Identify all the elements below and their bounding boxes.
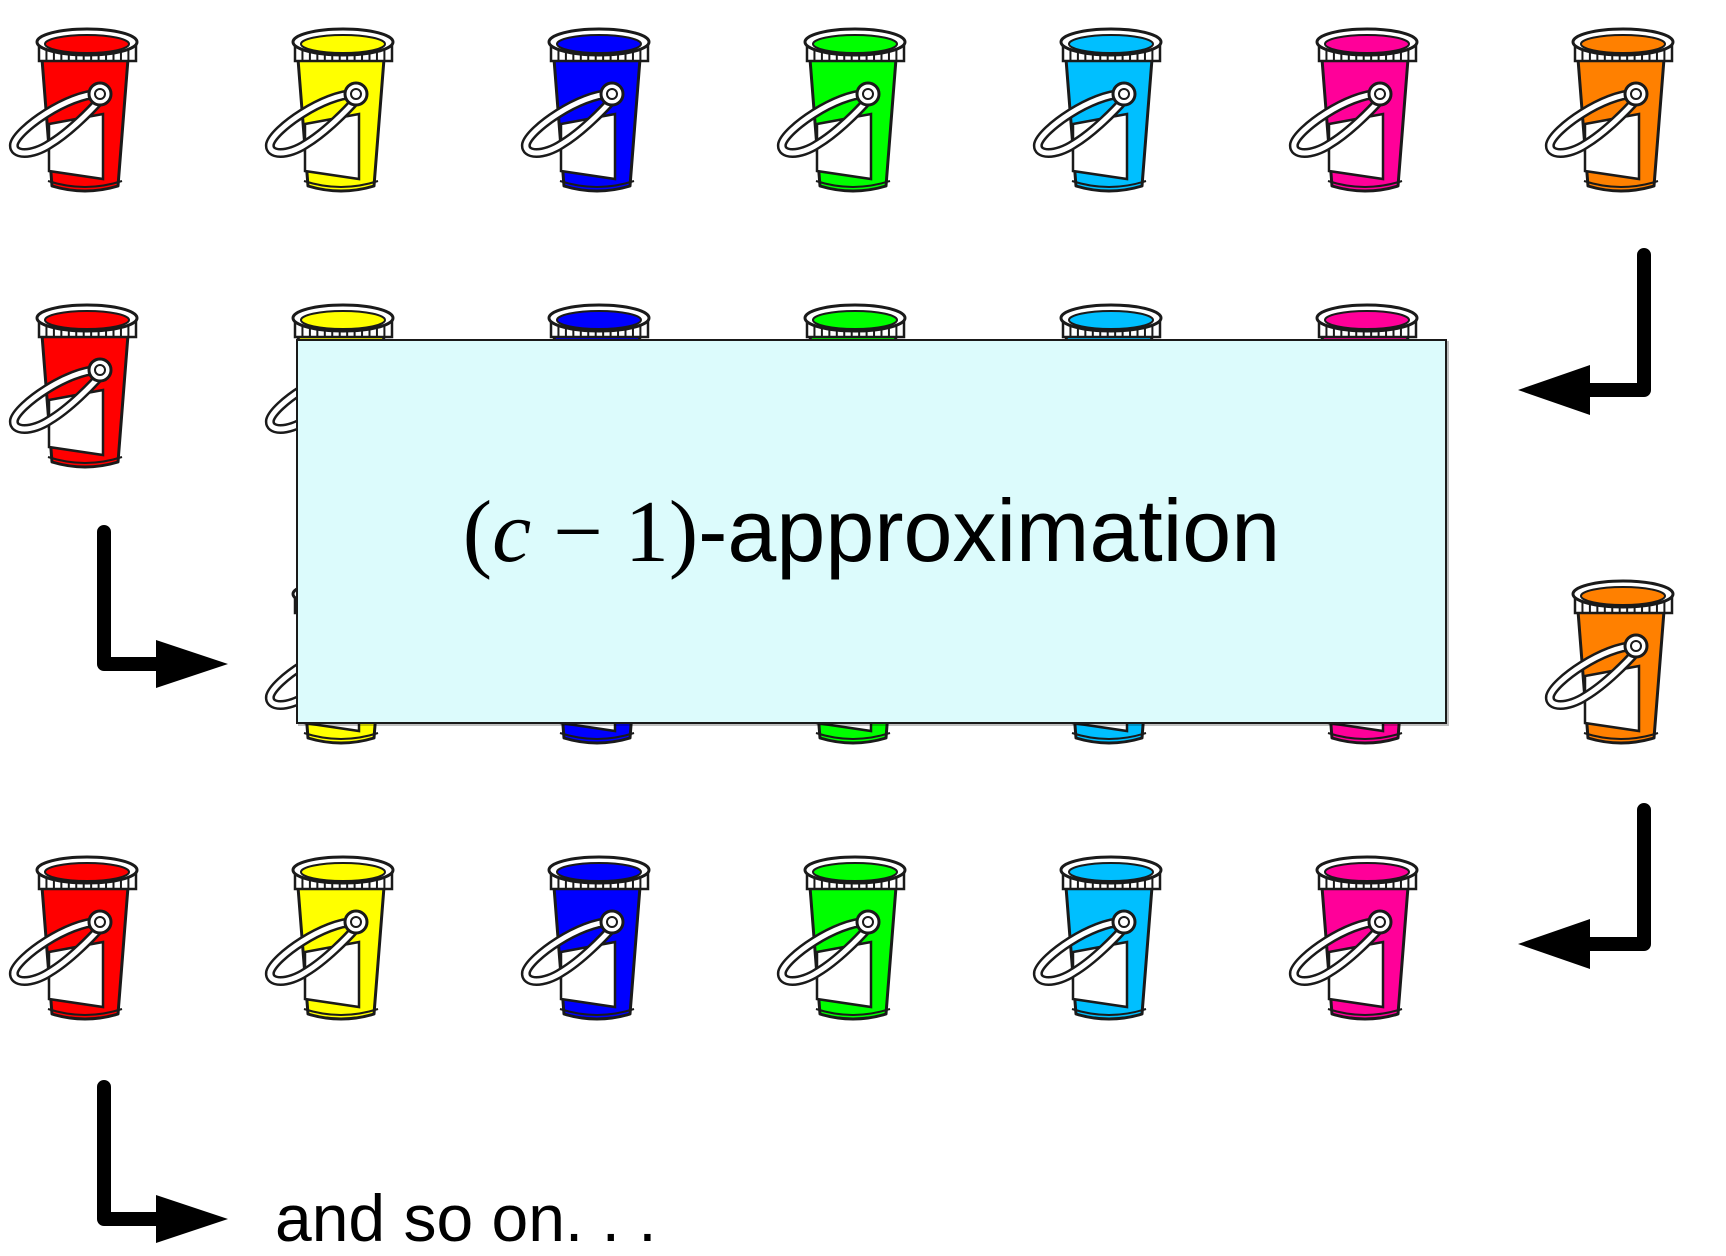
- arrow-row4-to-continuation: [90, 1080, 240, 1252]
- approximation-label: (c − 1)-approximation: [463, 480, 1280, 583]
- continuation-text: and so on. . .: [275, 1181, 657, 1255]
- paint-bucket-blue-row4: [520, 842, 674, 1027]
- approximation-suffix: -approximation: [698, 481, 1281, 580]
- number-one: 1: [624, 484, 669, 581]
- paint-bucket-yellow-row1: [264, 14, 418, 199]
- paint-bucket-magenta-row1: [1288, 14, 1442, 199]
- arrow-row1-to-row2: [1480, 248, 1660, 425]
- arrow-row3-to-row4: [1480, 803, 1660, 980]
- paint-bucket-yellow-row4: [264, 842, 418, 1027]
- paren-close: ): [668, 484, 699, 581]
- minus-operator: −: [531, 484, 625, 581]
- approximation-callout: (c − 1)-approximation: [296, 339, 1447, 724]
- paren-open: (: [462, 484, 493, 581]
- paint-bucket-cyan-row1: [1032, 14, 1186, 199]
- paint-bucket-cyan-row4: [1032, 842, 1186, 1027]
- paint-bucket-magenta-row4: [1288, 842, 1442, 1027]
- paint-bucket-orange-row1: [1544, 14, 1698, 199]
- variable-c: c: [492, 484, 532, 581]
- paint-bucket-red-row1: [8, 14, 162, 199]
- paint-bucket-red-row2: [8, 290, 162, 475]
- arrow-row2-to-row3: [90, 525, 240, 702]
- paint-bucket-green-row1: [776, 14, 930, 199]
- paint-bucket-red-row4: [8, 842, 162, 1027]
- paint-bucket-orange-row3: [1544, 566, 1698, 751]
- paint-bucket-blue-row1: [520, 14, 674, 199]
- paint-bucket-green-row4: [776, 842, 930, 1027]
- approximation-formula: (c − 1): [463, 484, 698, 581]
